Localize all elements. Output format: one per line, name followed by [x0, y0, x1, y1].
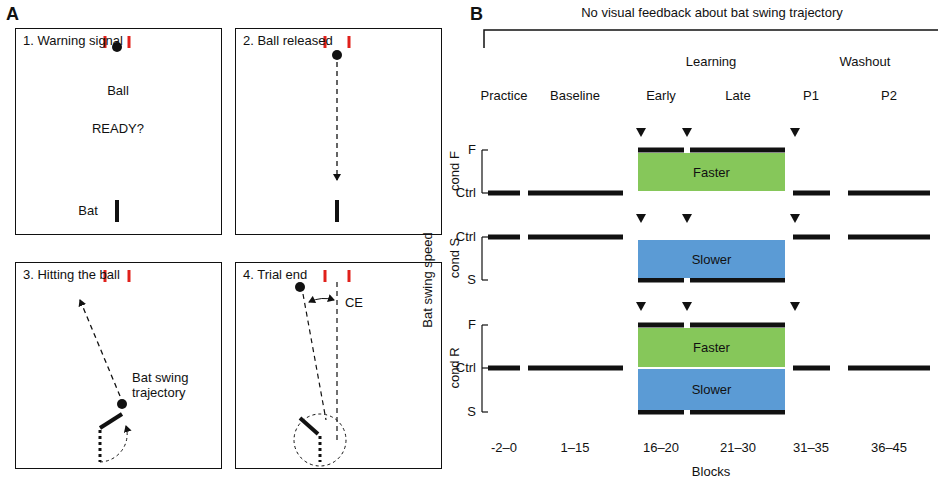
faster-band: Faster — [638, 153, 785, 191]
label: 1–15 — [561, 441, 590, 456]
label: P1 — [803, 89, 819, 104]
screen4-art — [294, 270, 349, 466]
bar — [793, 235, 830, 240]
marker-triangle — [636, 302, 646, 311]
marker-triangle — [790, 214, 800, 223]
label: Practice — [481, 89, 528, 104]
panel-letter: A — [6, 4, 19, 25]
bar — [481, 150, 482, 193]
slower-band: Slower — [638, 369, 785, 410]
panel-letter: B — [470, 4, 483, 25]
marker-triangle — [636, 128, 646, 137]
timeline-bars — [482, 128, 930, 412]
bar — [793, 366, 830, 371]
node-text: READY? — [92, 122, 144, 137]
label: 31–35 — [793, 441, 829, 456]
label: No visual feedback about bat swing traje… — [581, 6, 843, 21]
bar — [528, 235, 623, 240]
label: F — [468, 143, 476, 158]
label: Early — [646, 89, 676, 104]
bar — [482, 149, 488, 150]
bar — [690, 410, 785, 415]
node-text: Ball — [107, 84, 129, 99]
label: S — [467, 405, 476, 420]
node-text: Faster — [693, 165, 730, 180]
screen-title: 4. Trial end — [243, 268, 307, 283]
label: 16–20 — [643, 441, 679, 456]
label: Learning — [686, 55, 737, 70]
screen3-art — [80, 270, 129, 462]
bar — [793, 191, 830, 196]
bar — [482, 236, 488, 237]
faster-band: Faster — [638, 328, 785, 367]
bar — [482, 324, 488, 325]
label: S — [467, 273, 476, 288]
bar — [690, 148, 785, 153]
marker-triangle — [682, 214, 692, 223]
bar — [848, 235, 930, 240]
bar — [481, 237, 482, 280]
screen-panel: 2. Ball released — [235, 28, 442, 235]
label: Baseline — [550, 89, 600, 104]
screen-title: 3. Hitting the ball — [23, 268, 120, 283]
bar — [488, 235, 520, 240]
label: 21–30 — [720, 441, 756, 456]
node-text: CE — [345, 296, 363, 311]
screen-title: 2. Ball released — [243, 34, 333, 49]
feedback-bracket — [484, 30, 938, 48]
bar — [482, 192, 488, 193]
slower-band: Slower — [638, 240, 785, 278]
bar — [482, 279, 488, 280]
screen2-art — [325, 36, 349, 222]
axis-label: cond S — [448, 238, 463, 278]
bar — [528, 191, 623, 196]
bar — [638, 410, 684, 415]
axis-label: Bat swing speed — [421, 232, 436, 327]
label: Late — [725, 89, 750, 104]
label: F — [468, 318, 476, 333]
screen-title: 1. Warning signal — [23, 34, 123, 49]
bar — [638, 148, 684, 153]
bar — [488, 191, 520, 196]
bar — [638, 278, 684, 283]
label: P2 — [881, 89, 897, 104]
screen-panel: 3. Hitting the ballBat swing trajectory — [15, 262, 222, 469]
bar — [690, 278, 785, 283]
marker-triangle — [790, 302, 800, 311]
screen-panel: 1. Warning signalBallREADY? Bat — [15, 28, 222, 235]
marker-triangle — [636, 214, 646, 223]
label: 36–45 — [871, 441, 907, 456]
label: Washout — [840, 55, 891, 70]
node-text: Bat swing trajectory — [132, 371, 208, 401]
screen-panel: 4. Trial endCE — [235, 262, 442, 469]
label: Blocks — [692, 465, 730, 480]
label: -2–0 — [491, 441, 517, 456]
bar — [638, 323, 684, 328]
node-text: Faster — [693, 340, 730, 355]
marker-triangle — [682, 128, 692, 137]
marker-triangle — [790, 128, 800, 137]
bar — [848, 191, 930, 196]
label: Ctrl — [456, 361, 476, 376]
bar — [848, 366, 930, 371]
bar — [482, 411, 488, 412]
label: Ctrl — [456, 230, 476, 245]
bar — [690, 323, 785, 328]
node-text: Slower — [692, 382, 732, 397]
marker-triangle — [682, 302, 692, 311]
node-text: Bat — [78, 204, 98, 219]
bar — [488, 366, 520, 371]
bar — [482, 367, 488, 368]
label: Ctrl — [456, 186, 476, 201]
node-text: Slower — [692, 252, 732, 267]
bar — [528, 366, 623, 371]
